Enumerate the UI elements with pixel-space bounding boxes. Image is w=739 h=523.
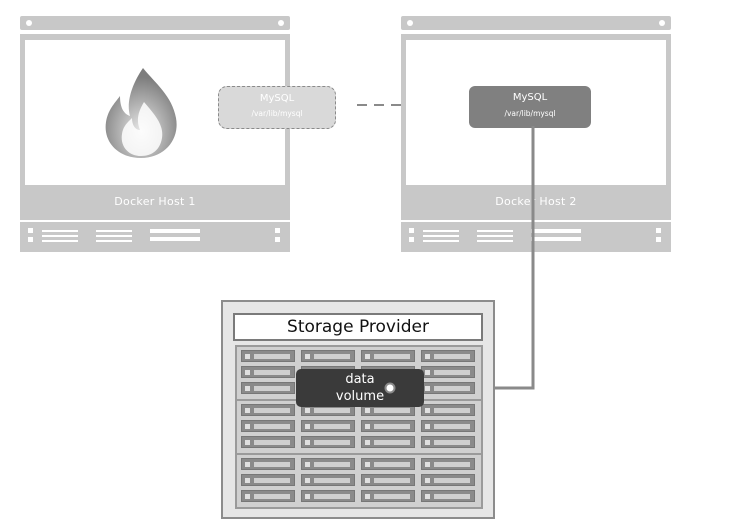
host-1-label: Docker Host 1 bbox=[114, 195, 196, 208]
mysql-container-ghost: MySQL /var/lib/mysql bbox=[218, 86, 336, 129]
mysql-path: /var/lib/mysql bbox=[504, 109, 556, 118]
host-2-topbar bbox=[401, 16, 671, 30]
host-2-base bbox=[401, 222, 671, 252]
host-1-base bbox=[20, 222, 290, 252]
docker-host-1: Docker Host 1 bbox=[20, 16, 290, 252]
storage-rack-2 bbox=[235, 399, 483, 455]
docker-host-2: Docker Host 2 bbox=[401, 16, 671, 252]
storage-rack-3 bbox=[235, 453, 483, 509]
host-2-label: Docker Host 2 bbox=[495, 195, 577, 208]
host-1-topbar bbox=[20, 16, 290, 30]
connector-end-dot bbox=[384, 382, 396, 394]
fire-icon bbox=[105, 68, 177, 158]
storage-provider: Storage Provider bbox=[221, 300, 495, 519]
data-volume-line2: volume bbox=[335, 389, 385, 404]
storage-title: Storage Provider bbox=[287, 317, 429, 337]
storage-title-box: Storage Provider bbox=[233, 313, 483, 341]
mysql-ghost-title: MySQL bbox=[259, 93, 295, 104]
host-2-body: Docker Host 2 bbox=[401, 34, 671, 220]
mysql-title: MySQL bbox=[512, 92, 548, 103]
mysql-ghost-path: /var/lib/mysql bbox=[251, 109, 303, 118]
data-volume: data volume bbox=[296, 369, 424, 407]
data-volume-line1: data bbox=[345, 372, 375, 387]
mysql-container: MySQL /var/lib/mysql bbox=[469, 86, 591, 128]
